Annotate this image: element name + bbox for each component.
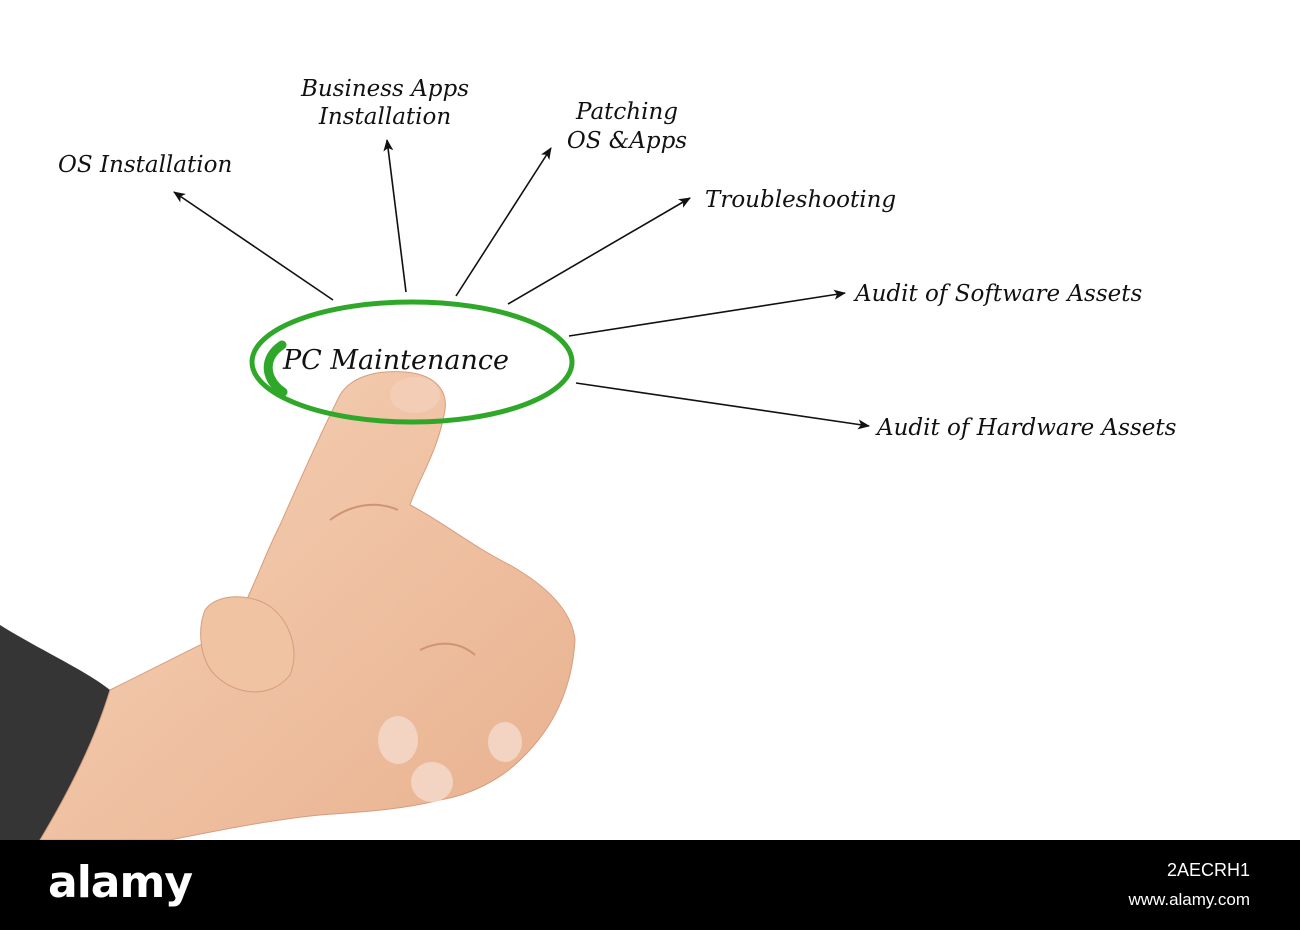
- thumb-shape: [200, 596, 295, 693]
- index-fingernail-shape: [390, 377, 440, 413]
- arrow-to-audit-software-assets: [568, 289, 846, 337]
- pc-maintenance-diagram: PC Maintenance OS Installation Business …: [0, 76, 1177, 840]
- arrow-to-os-installation: [173, 191, 334, 301]
- node-labels: OS Installation Business Apps Installati…: [58, 76, 1177, 441]
- center-highlight-ring: [249, 299, 575, 425]
- center-highlight-ring-tail: [263, 340, 288, 397]
- node-business-apps-installation-line-1: Business Apps: [300, 76, 469, 102]
- node-business-apps-installation-line-2: Installation: [318, 104, 451, 130]
- knuckle-crease: [419, 642, 476, 656]
- pointing-hand-illustration: [0, 371, 576, 840]
- node-audit-hardware-assets: Audit of Hardware Assets: [875, 415, 1177, 441]
- site-url-label: www.alamy.com: [1128, 890, 1250, 909]
- arrow-to-troubleshooting: [507, 197, 691, 305]
- center-label: PC Maintenance: [282, 345, 509, 376]
- node-troubleshooting: Troubleshooting: [705, 187, 896, 213]
- knuckle-crease: [329, 503, 399, 521]
- sleeve-shape: [0, 625, 110, 840]
- image-id-label: 2AECRH1: [1166, 860, 1250, 880]
- node-os-installation: OS Installation: [58, 152, 232, 178]
- watermark-bar: alamy 2AECRH1 www.alamy.com: [0, 840, 1300, 930]
- node-patching-os-apps-line-2: OS &Apps: [567, 128, 687, 154]
- fingernail-shape: [488, 722, 522, 762]
- node-audit-software-assets: Audit of Software Assets: [853, 281, 1142, 307]
- brand-logo: alamy: [48, 857, 193, 908]
- arrow-to-patching-os-apps: [455, 147, 552, 297]
- node-patching-os-apps-line-1: Patching: [575, 99, 678, 125]
- fingernail-shape: [411, 762, 453, 802]
- arrows: [173, 139, 870, 430]
- hand-shape: [39, 371, 576, 840]
- arrow-to-business-apps-installation: [383, 139, 407, 293]
- arrow-to-audit-hardware-assets: [575, 382, 870, 430]
- fingernail-shape: [378, 716, 418, 764]
